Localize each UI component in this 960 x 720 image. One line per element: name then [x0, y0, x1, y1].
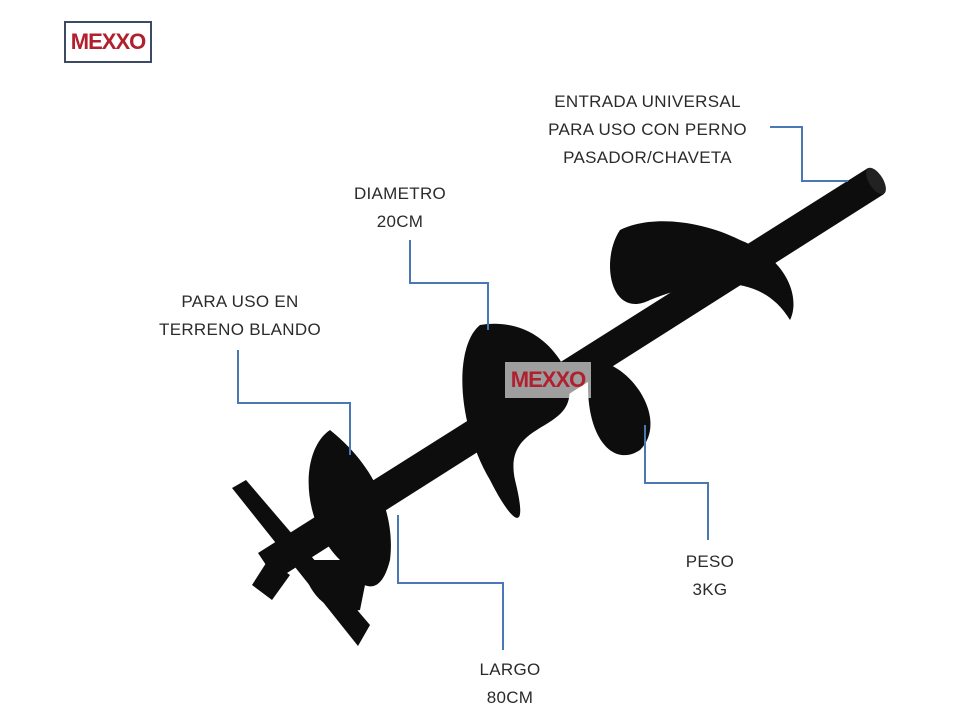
callout-text: PESO	[685, 552, 735, 571]
watermark-text: MEXXO	[510, 367, 586, 392]
callout-diametro: DIAMETRO 20CM	[345, 180, 455, 236]
watermark-logo: MEXXO	[505, 362, 591, 398]
callout-peso: PESO 3KG	[660, 548, 760, 604]
callout-text: PASADOR/CHAVETA	[563, 148, 732, 167]
callout-line-peso	[644, 425, 709, 540]
shaft-end	[866, 167, 886, 195]
callout-line-largo	[397, 515, 504, 650]
callout-text: PARA USO CON PERNO	[548, 120, 747, 139]
callout-line-diametro	[409, 240, 489, 330]
callout-lines	[237, 126, 848, 650]
callout-text: TERRENO BLANDO	[159, 320, 321, 339]
callout-text: ENTRADA UNIVERSAL	[554, 92, 741, 111]
brand-logo: MEXXO	[64, 21, 152, 63]
callout-text: 20CM	[376, 212, 424, 231]
callout-largo: LARGO 80CM	[460, 656, 560, 712]
auger-flight-1b	[300, 560, 370, 611]
logo-text: MEXXO	[70, 29, 146, 54]
callout-line-entrada	[770, 126, 848, 182]
callout-text: 80CM	[486, 688, 534, 707]
callout-entrada: ENTRADA UNIVERSAL PARA USO CON PERNO PAS…	[525, 88, 770, 172]
callout-terreno: PARA USO EN TERRENO BLANDO	[140, 288, 340, 344]
callout-text: PARA USO EN	[181, 292, 299, 311]
callout-text: 3KG	[692, 580, 728, 599]
callout-line-terreno	[237, 350, 351, 455]
auger-flight-2b	[588, 360, 651, 456]
callout-text: DIAMETRO	[353, 184, 447, 203]
callout-text: LARGO	[479, 660, 541, 679]
